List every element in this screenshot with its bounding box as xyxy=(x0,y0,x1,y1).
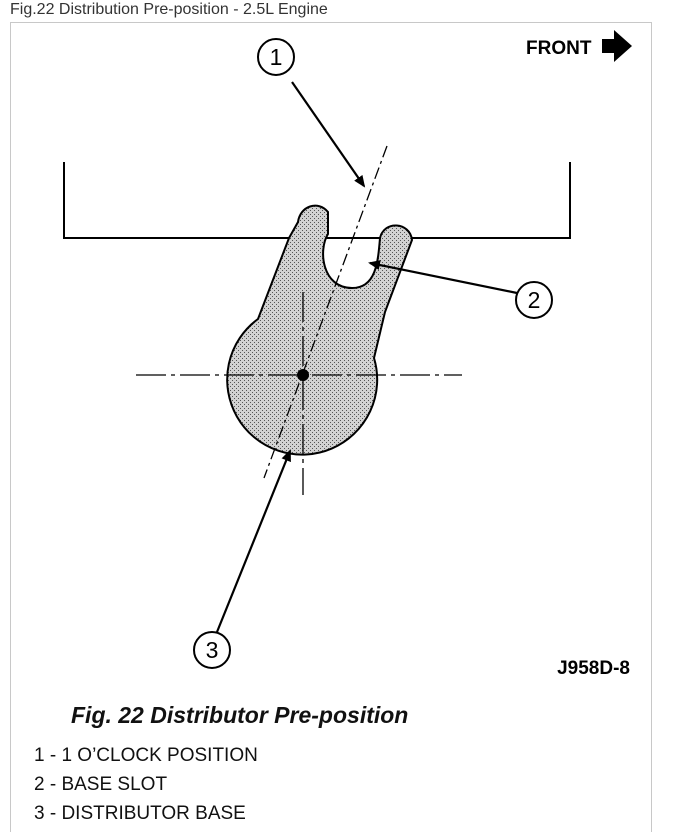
callout-1-label: 1 xyxy=(270,44,283,70)
callout-3-label: 3 xyxy=(206,637,219,663)
leader-line-2 xyxy=(368,260,518,295)
figure-title: Fig. 22 Distributor Pre-position xyxy=(71,702,409,728)
front-arrow-icon xyxy=(602,30,632,62)
legend-item-1: 1 - 1 O’CLOCK POSITION xyxy=(34,745,258,766)
front-label: FRONT xyxy=(526,38,592,59)
legend-item-3: 3 - DISTRIBUTOR BASE xyxy=(34,803,246,824)
figure-caption: Fig.22 Distribution Pre-position - 2.5L … xyxy=(10,1,328,18)
legend-item-2: 2 - BASE SLOT xyxy=(34,774,168,795)
leader-line-1 xyxy=(291,81,366,188)
figure-code: J958D-8 xyxy=(557,658,630,679)
leader-line-3 xyxy=(215,449,292,633)
legend-list: 1 - 1 O’CLOCK POSITION 2 - BASE SLOT 3 -… xyxy=(34,741,258,828)
center-dot xyxy=(297,369,309,381)
callout-2: 2 xyxy=(515,281,553,319)
callout-1: 1 xyxy=(257,38,295,76)
clock-position-line xyxy=(263,145,388,479)
distributor-base-shape xyxy=(226,204,414,456)
callout-2-label: 2 xyxy=(528,287,541,313)
figure-panel xyxy=(10,22,652,832)
callout-3: 3 xyxy=(193,631,231,669)
